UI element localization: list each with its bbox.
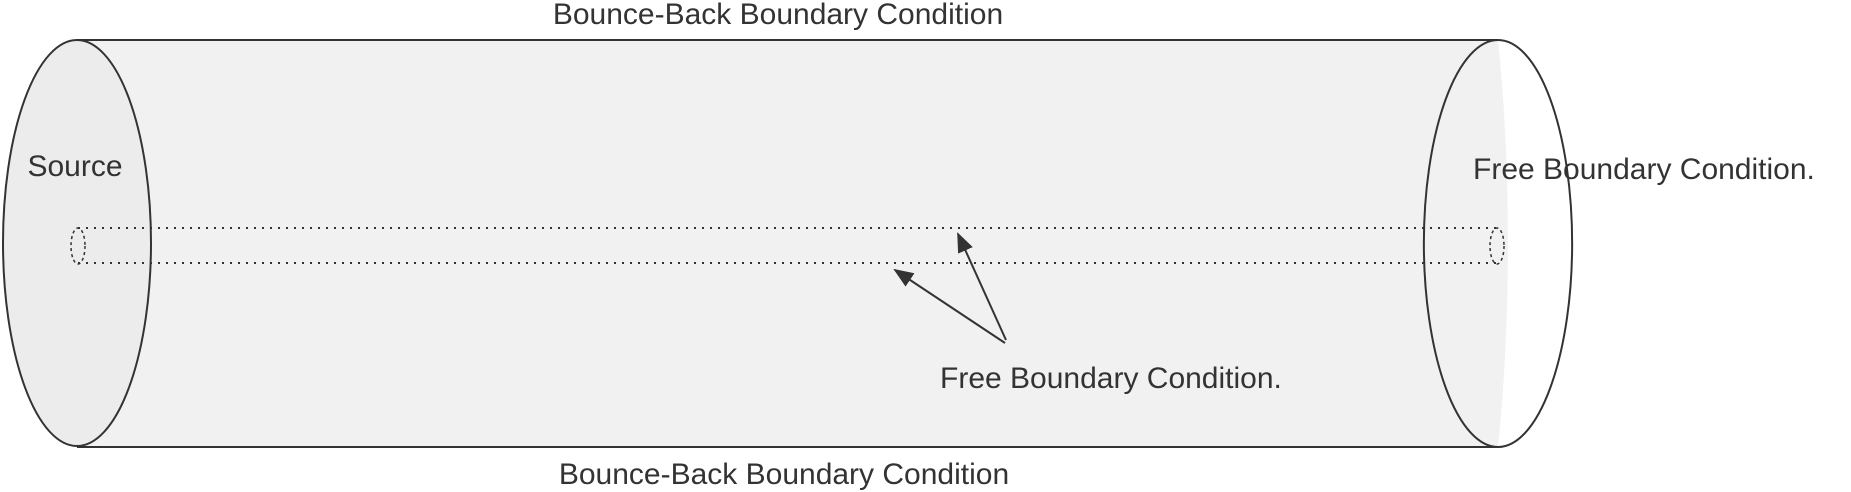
source-label: Source bbox=[27, 150, 122, 183]
cylinder-right-face-front bbox=[1497, 39, 1574, 448]
top-boundary-label: Bounce-Back Boundary Condition bbox=[553, 0, 1003, 31]
inner-boundary-label: Free Boundary Condition. bbox=[940, 362, 1282, 395]
arrow-to-channel-bottom bbox=[893, 268, 1006, 344]
arrow-to-channel-top bbox=[957, 232, 1007, 341]
cylinder-body bbox=[67, 40, 1508, 447]
bottom-boundary-label: Bounce-Back Boundary Condition bbox=[559, 458, 1009, 491]
cylinder-right-face-back bbox=[1422, 39, 1499, 448]
inner-channel-right-end bbox=[1489, 227, 1505, 265]
right-end-boundary-label: Free Boundary Condition. bbox=[1473, 153, 1815, 186]
cylinder-left-face bbox=[2, 39, 152, 447]
inner-channel-left-end bbox=[70, 227, 86, 265]
